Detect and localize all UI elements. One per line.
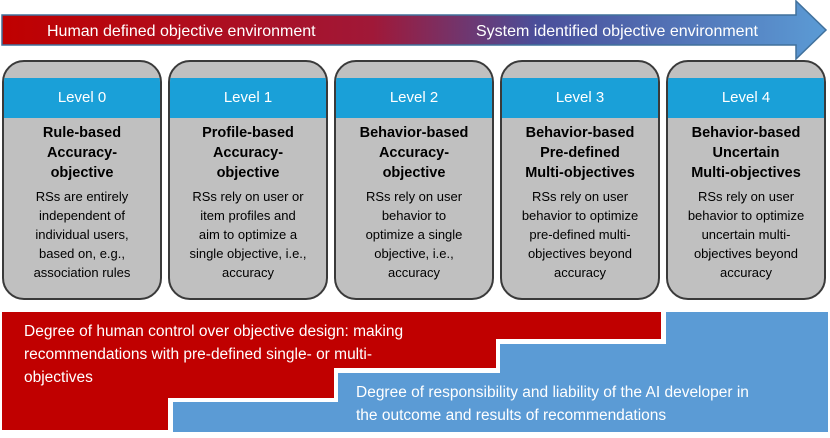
level-card-0: Level 0 Rule-based Accuracy- objective R… xyxy=(2,60,162,300)
level-description: RSs rely on user behavior to optimize a … xyxy=(365,189,463,280)
level-description: RSs rely on user or item profiles and ai… xyxy=(189,189,307,280)
level-label: Level 0 xyxy=(4,78,160,118)
system-identified-label: System identified objective environment xyxy=(476,23,758,40)
level-card-2: Level 2 Behavior-based Accuracy- objecti… xyxy=(334,60,494,300)
level-title: Behavior-based Uncertain Multi-objective… xyxy=(691,125,801,181)
arrow-shape xyxy=(1,0,828,60)
level-card-1: Level 1 Profile-based Accuracy- objectiv… xyxy=(168,60,328,300)
level-description: RSs are entirely independent of individu… xyxy=(33,189,131,280)
level-description: RSs rely on user behavior to optimize pr… xyxy=(521,189,639,280)
level-title: Rule-based Accuracy- objective xyxy=(42,125,122,181)
level-label: Level 4 xyxy=(668,78,824,118)
level-title: Profile-based Accuracy- objective xyxy=(202,125,294,181)
level-label: Level 2 xyxy=(336,78,492,118)
objective-environment-arrow xyxy=(1,0,828,60)
human-defined-label: Human defined objective environment xyxy=(47,23,316,40)
level-title: Behavior-based Pre-defined Multi-objecti… xyxy=(525,125,635,181)
level-description: RSs rely on user behavior to optimize un… xyxy=(687,189,805,280)
level-card-3: Level 3 Behavior-based Pre-defined Multi… xyxy=(500,60,660,300)
level-label: Level 1 xyxy=(170,78,326,118)
human-control-text: Degree of human control over objective d… xyxy=(24,323,404,386)
level-card-4: Level 4 Behavior-based Uncertain Multi-o… xyxy=(666,60,826,300)
level-title: Behavior-based Accuracy- objective xyxy=(359,125,469,181)
ai-responsibility-text: Degree of responsibility and liability o… xyxy=(356,384,749,424)
level-label: Level 3 xyxy=(502,78,658,118)
